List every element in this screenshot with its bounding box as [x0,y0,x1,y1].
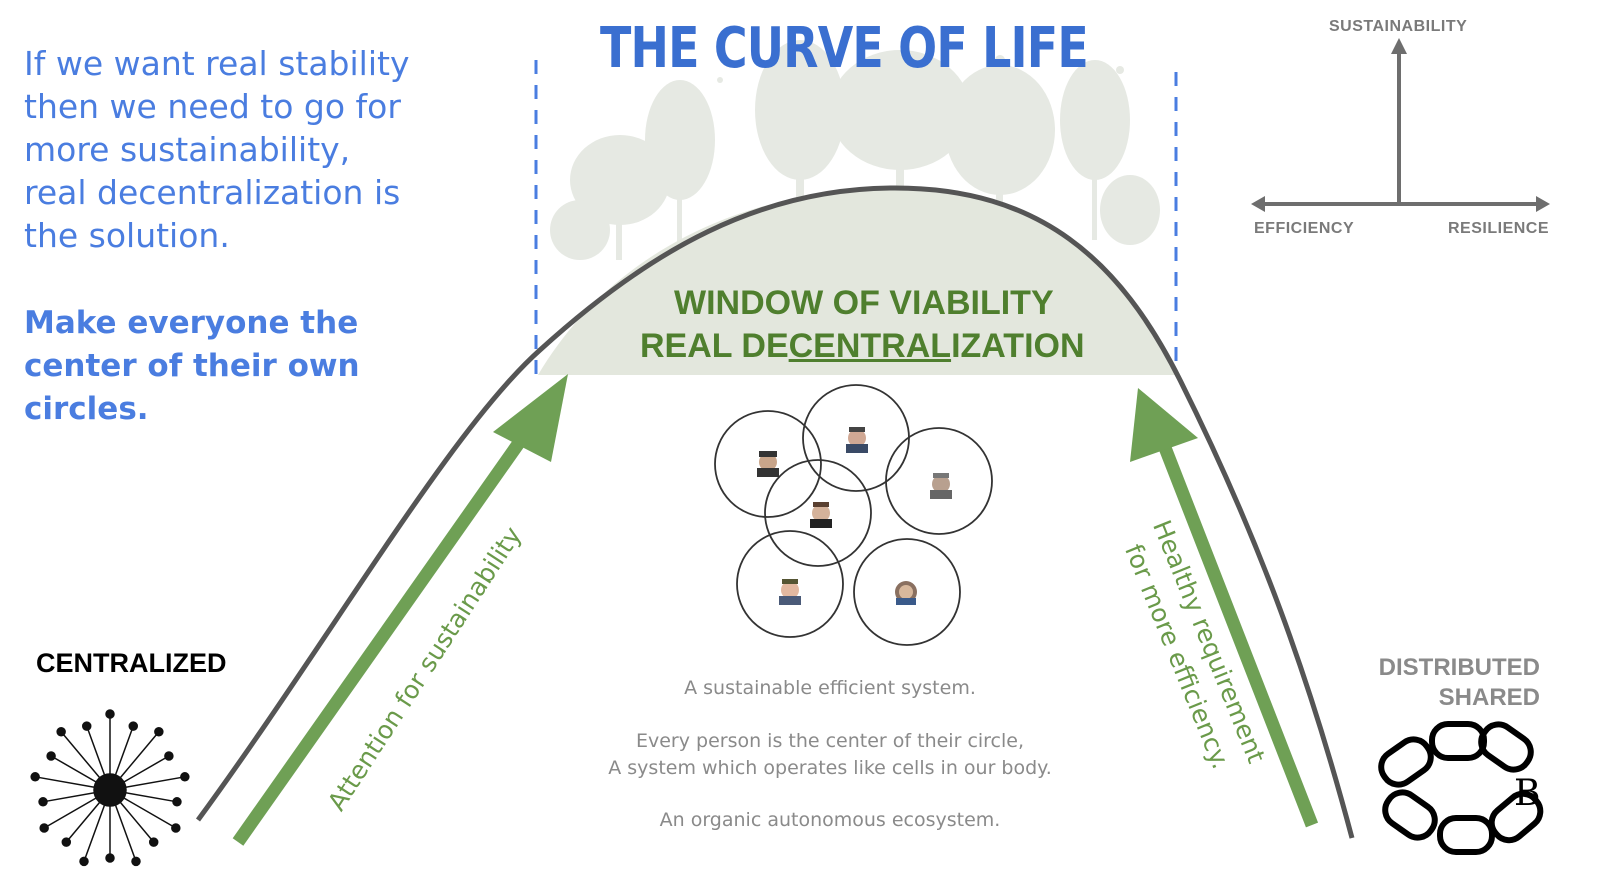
network-node [46,751,56,761]
network-node [128,721,139,731]
avatar [810,502,832,528]
subtitle-underlined: CENTRAL [788,327,952,365]
subtitle-suffix: IZATION [951,327,1085,365]
network-node [105,709,115,719]
network-node [164,751,174,761]
description-line: A system which operates like cells in ou… [608,757,1052,779]
description-line: An organic autonomous ecosystem. [659,809,1001,831]
tagline: Make everyone the center of their own ci… [24,302,464,431]
network-node [61,837,72,847]
bitcoin-symbol: B [1514,773,1540,814]
network-node [56,727,66,737]
chain-icon [1378,721,1544,855]
people-circles [714,384,993,646]
axis-label-resilience: RESILIENCE [1448,220,1550,237]
tagline-line: center of their own [24,348,360,384]
network-node [131,856,141,867]
curve-of-life [195,185,1355,839]
network-node [180,772,190,782]
intro-line: the solution. [24,216,230,255]
shared-label: SHARED [1438,684,1540,711]
window-subtitle: REAL DECENTRALIZATION [640,327,1085,366]
description-line: A sustainable efficient system. [684,677,976,699]
intro-text: If we want real stability then we need t… [24,42,464,257]
axis-label-efficiency: EFFICIENCY [1254,220,1355,237]
network-node [38,797,48,807]
network-node [79,856,89,867]
intro-line: real decentralization is [24,173,401,212]
axis-label-sustainability: SUSTAINABILITY [1329,18,1468,35]
avatar [930,473,952,499]
network-node [172,797,182,807]
person-avatars [757,427,952,605]
avatar [779,579,801,605]
avatar [895,581,917,605]
network-node [39,823,49,833]
window-title: WINDOW OF VIABILITY [674,284,1054,322]
centralized-label: CENTRALIZED [36,648,227,678]
avatar [757,451,779,477]
tagline-line: circles. [24,391,149,427]
centralized-network-icon [30,709,190,867]
axis-icon [1251,38,1550,212]
network-node [148,837,159,847]
attention-arrow [232,374,568,846]
forest-illustration [550,40,1160,260]
network-node [81,721,92,731]
intro-line: then we need to go for [24,87,401,126]
network-node [105,853,115,863]
description-line: Every person is the center of their circ… [635,730,1025,752]
page-title: THE CURVE OF LIFE [600,16,1089,81]
network-node [30,772,40,782]
intro-line: more sustainability, [24,130,351,169]
tagline-line: Make everyone the [24,305,359,341]
subtitle-prefix: REAL DE [640,327,789,365]
efficiency-arrow [1130,388,1319,828]
network-node [171,823,181,833]
network-node [154,727,164,737]
avatar [846,427,868,453]
intro-line: If we want real stability [24,44,410,83]
network-hub [93,773,127,807]
distributed-label: DISTRIBUTED [1378,654,1540,681]
